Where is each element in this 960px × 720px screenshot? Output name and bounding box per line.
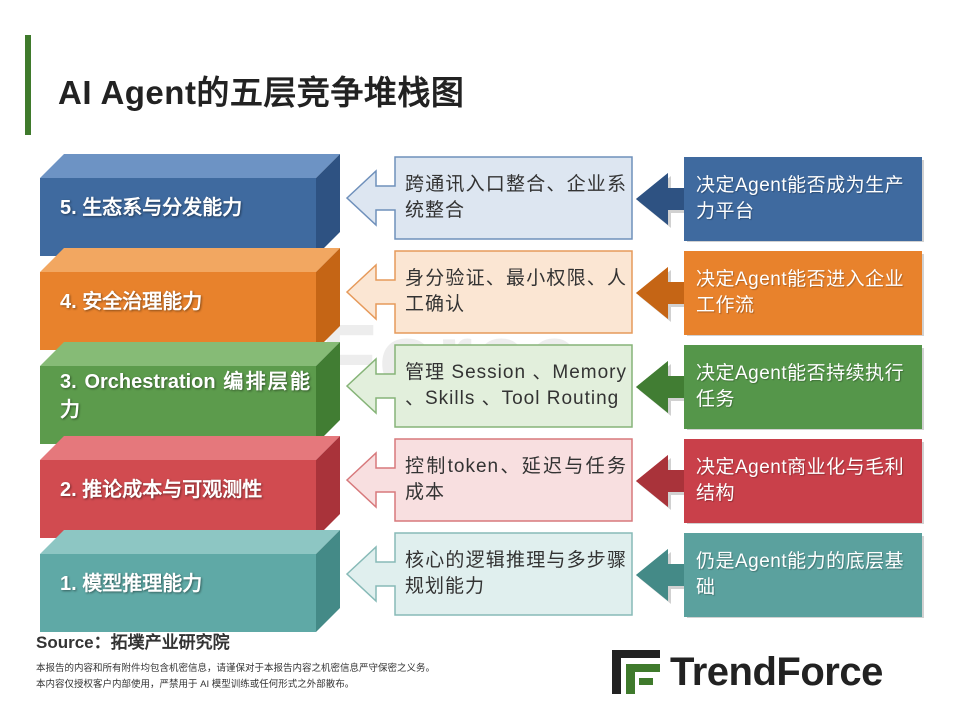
layer-4-block-shape (40, 248, 340, 350)
layer-4: 4. 安全治理能力 身分验证、最小权限、人工确认 决定Agent能否进入企业工作… (0, 244, 960, 350)
layer-5: 5. 生态系与分发能力 跨通讯入口整合、企业系统整合 决定Agent能否成为生产… (0, 150, 960, 256)
left-arrow-icon (636, 345, 924, 430)
layer-1: 1. 模型推理能力 核心的逻辑推理与多步骤规划能力 仍是Agent能力的底层基础 (0, 526, 960, 632)
layer-2-label: 2. 推论成本与可观测性 (60, 479, 263, 501)
left-arrow-icon (636, 533, 924, 618)
page-title: AI Agent的五层竞争堆栈图 (58, 74, 465, 111)
layer-3-label: 3. Orchestration 编排层能力 (60, 371, 310, 421)
layer-1-description: 核心的逻辑推理与多步骤规划能力 (405, 550, 627, 597)
layer-5-label: 5. 生态系与分发能力 (60, 197, 243, 219)
layer-5-block-shape (40, 154, 340, 256)
left-arrow-icon (346, 532, 633, 616)
layer-5-impact: 决定Agent能否成为生产力平台 (696, 175, 905, 222)
layer-4-description-box: 身分验证、最小权限、人工确认 (346, 250, 634, 334)
layer-2-description-box: 控制token、延迟与任务成本 (346, 438, 634, 522)
left-arrow-icon (636, 439, 924, 524)
layer-5-description-box: 跨通讯入口整合、企业系统整合 (346, 156, 634, 240)
layer-1-impact-box: 仍是Agent能力的底层基础 (632, 532, 924, 618)
layer-4-impact: 决定Agent能否进入企业工作流 (696, 269, 905, 316)
layer-1-block-shape (40, 530, 340, 632)
left-arrow-icon (636, 157, 924, 242)
source-note: Source：拓墣产业研究院 (36, 633, 230, 652)
layer-2-impact: 决定Agent商业化与毛利结构 (696, 457, 905, 504)
trendforce-logo-icon (612, 650, 660, 694)
layer-4-label: 4. 安全治理能力 (60, 291, 203, 313)
layer-1-label: 1. 模型推理能力 (60, 573, 203, 595)
layer-4-description: 身分验证、最小权限、人工确认 (405, 268, 627, 315)
layer-2-impact-box: 决定Agent商业化与毛利结构 (632, 438, 924, 524)
disclaimer-line-1: 本报告的内容和所有附件均包含机密信息，请谨保对于本报告内容之机密信息严守保密之义… (36, 663, 436, 674)
left-arrow-icon (636, 251, 924, 336)
layer-3-description: 管理 Session 、Memory 、Skills 、Tool Routing (405, 362, 627, 409)
trendforce-logo: TrendForce (612, 648, 932, 698)
layer-3: 3. Orchestration 编排层能力 管理 Session 、Memor… (0, 338, 960, 444)
layer-1-description-box: 核心的逻辑推理与多步骤规划能力 (346, 532, 634, 616)
disclaimer-line-2: 本内容仅授权客户内部使用，严禁用于 AI 模型训练或任何形式之外部散布。 (36, 679, 355, 690)
left-arrow-icon (346, 250, 633, 334)
layer-1-impact: 仍是Agent能力的底层基础 (696, 551, 905, 598)
layer-2: 2. 推论成本与可观测性 控制token、延迟与任务成本 决定Agent商业化与… (0, 432, 960, 538)
layer-3-description-box: 管理 Session 、Memory 、Skills 、Tool Routing (346, 344, 634, 428)
left-arrow-icon (346, 156, 633, 240)
left-arrow-icon (346, 438, 633, 522)
layer-2-block-shape (40, 436, 340, 538)
layer-3-impact-box: 决定Agent能否持续执行任务 (632, 344, 924, 430)
layer-3-impact: 决定Agent能否持续执行任务 (696, 363, 905, 410)
title-accent-bar (25, 35, 31, 135)
layer-3-block-shape (40, 342, 340, 444)
layer-4-impact-box: 决定Agent能否进入企业工作流 (632, 250, 924, 336)
left-arrow-icon (346, 344, 633, 428)
trendforce-logo-text: TrendForce (670, 650, 883, 694)
layer-5-impact-box: 决定Agent能否成为生产力平台 (632, 156, 924, 242)
layer-5-description: 跨通讯入口整合、企业系统整合 (405, 174, 627, 221)
layer-2-description: 控制token、延迟与任务成本 (405, 456, 627, 503)
